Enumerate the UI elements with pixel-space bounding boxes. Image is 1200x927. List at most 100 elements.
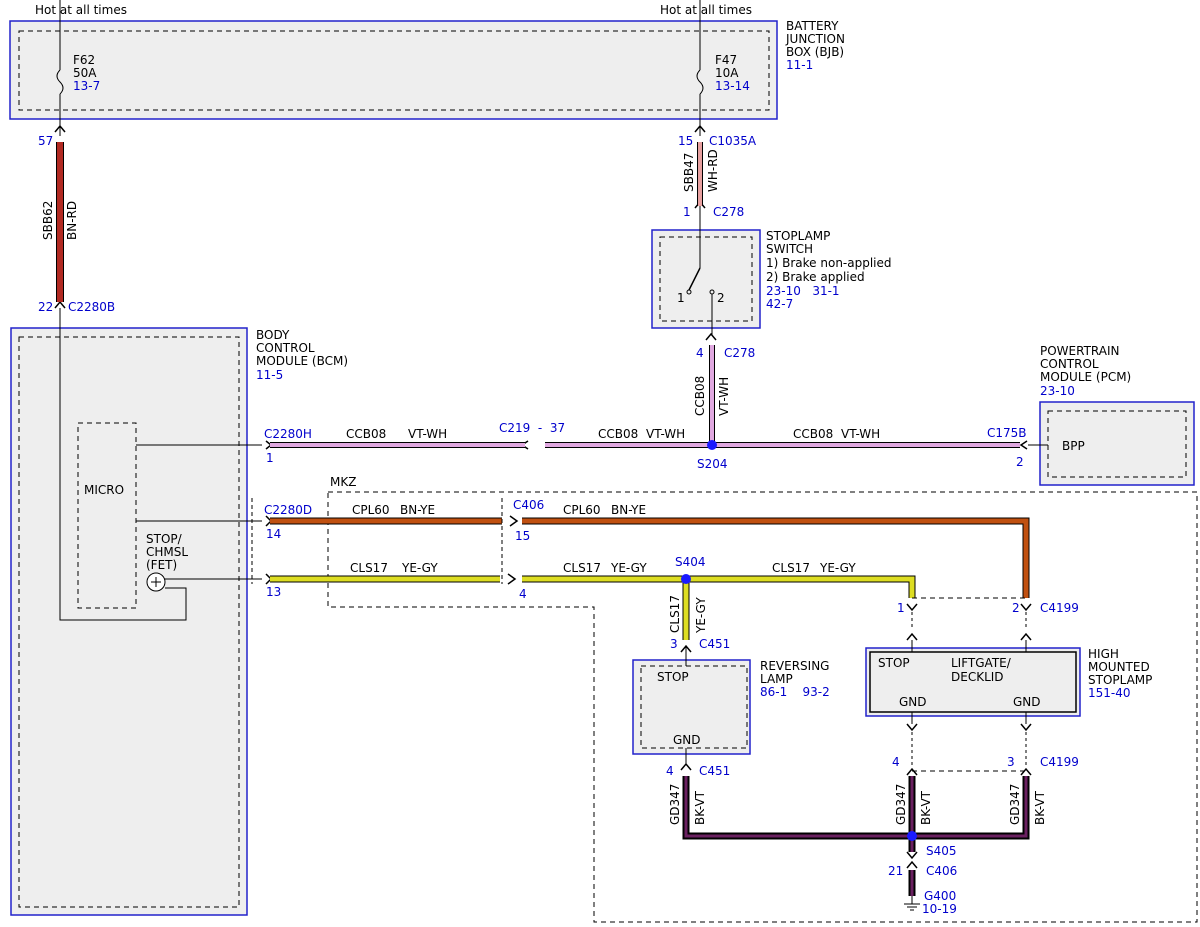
ccb08-mid-circuit: CCB08 [598,427,638,441]
splice-s404-label: S404 [675,555,706,569]
bjb-name-3: BOX (BJB) [786,45,844,59]
stoplamp-switch-name-1: STOPLAMP [766,229,830,243]
pin-2-c175b: 2 [1016,455,1024,469]
pin-13: 13 [266,585,281,599]
splice-s405-label: S405 [926,844,957,858]
ccb08-mid-color: VT-WH [646,427,685,441]
pin-3-c451: 3 [670,637,678,651]
connector-c4199-bottom: C4199 [1040,755,1079,769]
stop-label-3: (FET) [146,558,177,572]
hmsl-gnd-left: GND [899,695,927,709]
splice-s204-label: S204 [697,457,728,471]
pin-4-c406: 4 [519,587,527,601]
gd347-mid-color: BK-VT [919,790,933,825]
cls17-down-color: YE-GY [694,597,708,634]
splice-s405 [907,831,917,841]
reversing-lamp-stop: STOP [657,670,689,684]
connector-c451-top: C451 [699,637,730,651]
connector-c175b: C175B [987,426,1027,440]
stop-label-1: STOP/ [146,532,183,546]
bjb-ref: 11-1 [786,58,813,72]
ccb08-left-color: VT-WH [408,427,447,441]
wire-cpl60-right [522,518,1029,598]
fuse-f47-ref: 13-14 [715,79,750,93]
stoplamp-switch-ref-1: 23-10 31-1 [766,284,840,298]
gd347-right-color: BK-VT [1033,790,1047,825]
gd347-mid-circuit: GD347 [894,784,908,825]
power-lines [56,0,704,136]
bjb-name-2: JUNCTION [785,32,845,46]
connector-c278-top: C278 [713,205,744,219]
hmsl-liftgate-1: LIFTGATE/ [951,656,1012,670]
pin-15: 15 [678,134,693,148]
cls17-right-circuit: CLS17 [772,561,810,575]
bjb-name-1: BATTERY [786,19,839,33]
wire-gd347 [684,776,1028,838]
connector-c219: C219 - 37 [499,421,565,435]
pin-1-c278: 1 [683,205,691,219]
splice-s204 [707,440,717,450]
switch-pos-1: 1 [677,291,685,305]
sbb47-circuit: SBB47 [682,153,696,192]
pin-2-c4199: 2 [1012,601,1020,615]
reversing-lamp-name-2: LAMP [760,672,793,686]
cpl60-right-circuit: CPL60 [563,503,601,517]
cls17-mid-circuit: CLS17 [563,561,601,575]
hmsl-gnd-right: GND [1013,695,1041,709]
bcm-name-1: BODY [256,328,290,342]
cls17-down-circuit: CLS17 [668,595,682,633]
cls17-mid-color: YE-GY [610,561,647,575]
bcm-name-2: CONTROL [256,341,315,355]
pcm-name-1: POWERTRAIN [1040,344,1120,358]
mkz-region [327,491,1198,923]
pin-1-c2280h: 1 [266,451,274,465]
cpl60-left-circuit: CPL60 [352,503,390,517]
ccb08-right-color: VT-WH [841,427,880,441]
pcm-bpp: BPP [1062,439,1085,453]
bcm-name-3: MODULE (BCM) [256,354,348,368]
stoplamp-switch-box [651,229,761,329]
hmsl-liftgate-2: DECKLID [951,670,1004,684]
micro-box [77,422,137,609]
splice-s404 [681,574,691,584]
connector-c2280d: C2280D [264,503,312,517]
pin-4-c451: 4 [666,764,674,778]
cpl60-left-color: BN-YE [400,503,435,517]
pin-57: 57 [38,134,53,148]
ccb08-left-circuit: CCB08 [346,427,386,441]
ccb08-vertical-color: VT-WH [717,377,731,416]
cls17-left-circuit: CLS17 [350,561,388,575]
stop-label-2: CHMSL [146,545,188,559]
sbb62-color: BN-RD [65,201,79,240]
connector-c1035a: C1035A [709,134,757,148]
connector-c2280h: C2280H [264,427,312,441]
fuse-f62-rating: 50A [73,66,97,80]
pin-4-c4199: 4 [892,755,900,769]
battery-junction-box [9,20,778,120]
sbb62-circuit: SBB62 [41,201,55,240]
cls17-right-color: YE-GY [819,561,856,575]
fuse-f47-id: F47 [715,53,737,67]
fuse-f62-ref: 13-7 [73,79,100,93]
gd347-rev-circuit: GD347 [668,784,682,825]
gd347-rev-color: BK-VT [693,790,707,825]
reversing-lamp-gnd: GND [673,733,701,747]
switch-blade [688,267,701,291]
pin-21: 21 [888,864,903,878]
switch-pos-2: 2 [717,291,725,305]
hmsl-name-2: MOUNTED [1088,660,1150,674]
connector-c451-bottom: C451 [699,764,730,778]
bcm-ref: 11-5 [256,368,283,382]
reversing-lamp-name-1: REVERSING [760,659,829,673]
pin-1-c4199: 1 [897,601,905,615]
ccb08-right-circuit: CCB08 [793,427,833,441]
sbb47-color: WH-RD [706,149,720,192]
mkz-label: MKZ [330,475,356,489]
hot-left-label: Hot at all times [35,3,127,17]
cls17-left-color: YE-GY [401,561,438,575]
labels: Hot at all times Hot at all times BATTER… [35,3,1152,916]
pcm-ref: 23-10 [1040,384,1075,398]
pin-22: 22 [38,300,53,314]
chevron-57 [54,124,66,133]
powertrain-control-module-box [1039,401,1195,486]
